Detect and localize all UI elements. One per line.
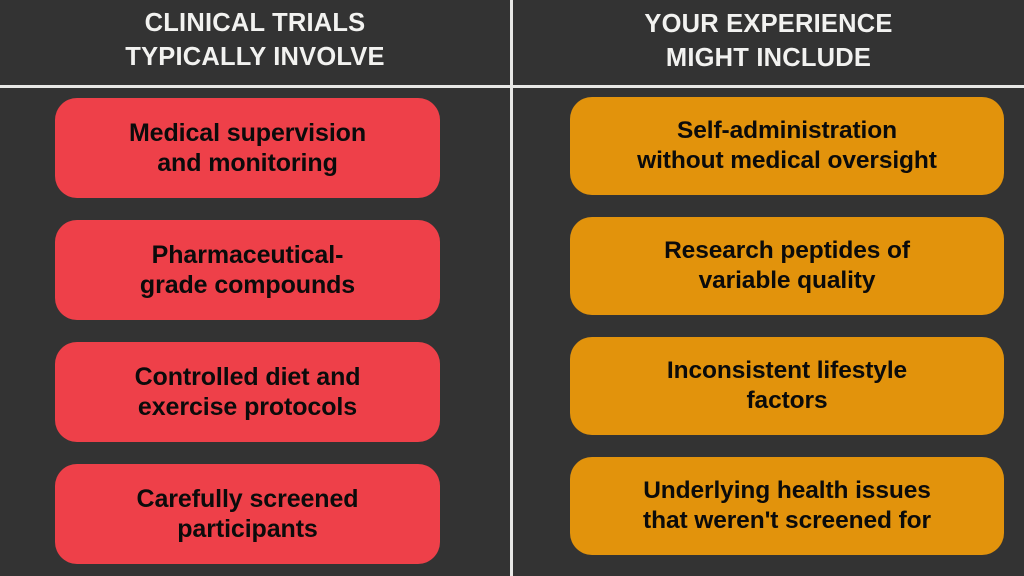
card-label: Pharmaceutical- grade compounds [139, 240, 356, 300]
card-stack-clinical-trials: Medical supervision and monitoring Pharm… [0, 83, 510, 576]
card-pharmaceutical-grade[interactable]: Pharmaceutical- grade compounds [55, 220, 440, 320]
card-self-administration[interactable]: Self-administration without medical over… [570, 97, 1004, 195]
column-clinical-trials: CLINICAL TRIALS TYPICALLY INVOLVE Medica… [0, 0, 510, 576]
card-underlying-health-issues[interactable]: Underlying health issues that weren't sc… [570, 457, 1004, 555]
column-your-experience: YOUR EXPERIENCE MIGHT INCLUDE Self-admin… [513, 0, 1024, 576]
card-controlled-diet[interactable]: Controlled diet and exercise protocols [55, 342, 440, 442]
card-label: Medical supervision and monitoring [128, 118, 367, 178]
card-label: Underlying health issues that weren't sc… [643, 477, 931, 534]
column-header-text: YOUR EXPERIENCE MIGHT INCLUDE [644, 10, 893, 72]
card-label: Research peptides of variable quality [664, 237, 910, 294]
header-divider-horizontal [0, 85, 1024, 88]
column-divider-vertical [510, 0, 513, 576]
column-header-clinical-trials: CLINICAL TRIALS TYPICALLY INVOLVE [0, 0, 510, 83]
column-header-text: CLINICAL TRIALS TYPICALLY INVOLVE [125, 9, 385, 71]
card-medical-supervision[interactable]: Medical supervision and monitoring [55, 98, 440, 198]
card-label: Inconsistent lifestyle factors [666, 357, 908, 414]
card-carefully-screened[interactable]: Carefully screened participants [55, 464, 440, 564]
card-label: Carefully screened participants [136, 484, 359, 544]
card-inconsistent-lifestyle[interactable]: Inconsistent lifestyle factors [570, 337, 1004, 435]
column-header-your-experience: YOUR EXPERIENCE MIGHT INCLUDE [513, 0, 1024, 85]
card-label: Controlled diet and exercise protocols [134, 362, 361, 422]
card-label: Self-administration without medical over… [637, 117, 937, 174]
card-research-peptides[interactable]: Research peptides of variable quality [570, 217, 1004, 315]
card-stack-your-experience: Self-administration without medical over… [513, 85, 1024, 576]
